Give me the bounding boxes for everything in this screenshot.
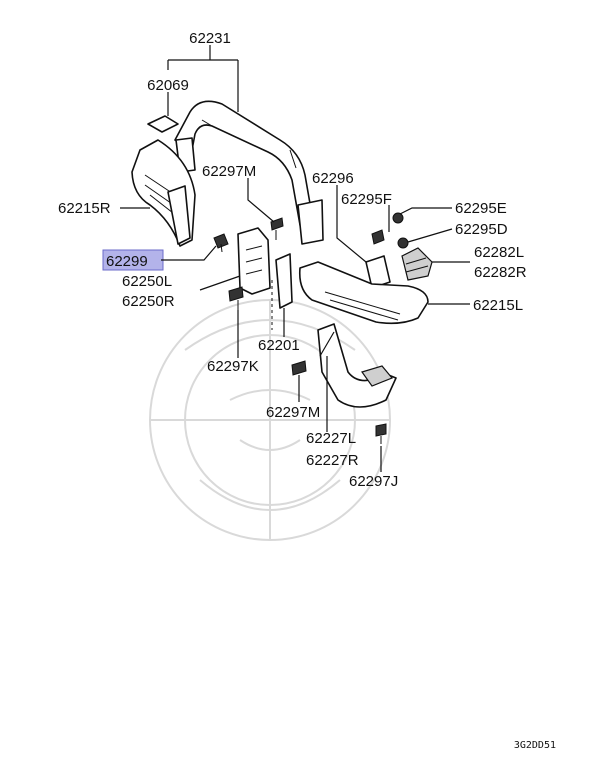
label-62250L[interactable]: 62250L <box>122 273 172 290</box>
label-62296[interactable]: 62296 <box>312 170 354 187</box>
label-62201[interactable]: 62201 <box>258 337 300 354</box>
label-62297J[interactable]: 62297J <box>349 473 398 490</box>
part-62296-bracket[interactable] <box>365 255 391 289</box>
label-62227R[interactable]: 62227R <box>306 452 359 469</box>
label-62215L[interactable]: 62215L <box>473 297 523 314</box>
part-62297J-bolt[interactable] <box>375 423 387 444</box>
part-62299-clip[interactable] <box>213 233 229 253</box>
part-62297K-bolt[interactable] <box>228 286 244 310</box>
part-62297M-bolt-bottom[interactable] <box>291 360 307 376</box>
label-62297M-bottom[interactable]: 62297M <box>266 404 320 421</box>
label-62299[interactable]: 62299 <box>106 253 148 270</box>
label-62282R[interactable]: 62282R <box>474 264 527 281</box>
part-62295E-nut[interactable] <box>392 212 404 224</box>
label-62215R[interactable]: 62215R <box>58 200 111 217</box>
label-62069[interactable]: 62069 <box>147 77 189 94</box>
part-62295D-nut[interactable] <box>397 237 409 249</box>
label-62295F[interactable]: 62295F <box>341 191 392 208</box>
part-62215R-bumper-end[interactable] <box>131 139 196 247</box>
part-62227-step[interactable] <box>317 323 397 408</box>
part-labels: 62231 62069 62297M 62296 62215R 62295F 6… <box>58 30 527 490</box>
label-62227L[interactable]: 62227L <box>306 430 356 447</box>
label-62250R[interactable]: 62250R <box>122 293 175 310</box>
label-62282L[interactable]: 62282L <box>474 244 524 261</box>
label-62297K[interactable]: 62297K <box>207 358 259 375</box>
leader-lines <box>120 45 470 472</box>
part-62250-bracket[interactable] <box>237 227 271 295</box>
part-62295F-clip[interactable] <box>371 229 385 245</box>
label-62297M-top[interactable]: 62297M <box>202 163 256 180</box>
part-62201-stay[interactable] <box>271 253 293 330</box>
watermark-emblem <box>149 299 391 541</box>
part-62069-pad[interactable] <box>147 115 179 133</box>
part-62215L-bumper-end[interactable] <box>298 261 429 325</box>
label-62295D[interactable]: 62295D <box>455 221 508 238</box>
label-62231[interactable]: 62231 <box>189 30 231 47</box>
diagram-code: 3G2DD51 <box>514 740 556 751</box>
part-62297M-bolt-top[interactable] <box>270 217 284 240</box>
part-62282-end-cap[interactable] <box>401 247 433 281</box>
label-62295E[interactable]: 62295E <box>455 200 507 217</box>
